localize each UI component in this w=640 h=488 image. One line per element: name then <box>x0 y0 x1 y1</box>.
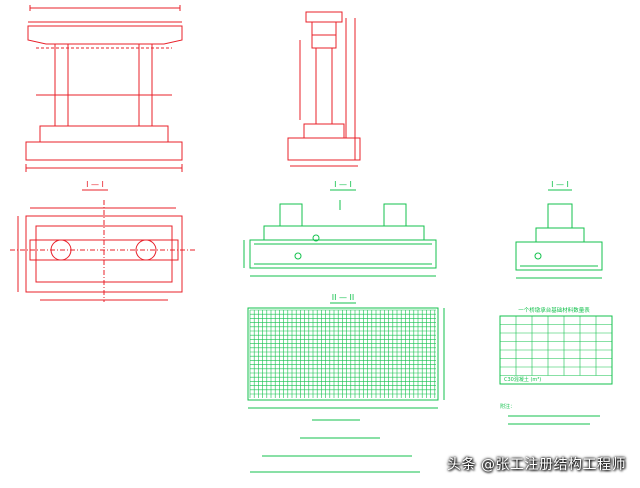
pier-side-elevation <box>287 11 361 167</box>
footing-section-long: I — I <box>243 180 437 277</box>
pier-front-elevation <box>25 5 183 172</box>
table-title: 一个桥墩承台基础材料数量表 <box>518 306 590 314</box>
watermark: 头条 @张工注册结构工程师 <box>447 457 626 473</box>
footing-plan-title: II — II <box>332 293 355 302</box>
notes-label: 附注： <box>500 403 515 410</box>
footing-plan-mesh: II — II <box>247 293 445 473</box>
footing-section-long-title: I — I <box>334 180 352 189</box>
table-footer-label: C30混凝土 (m³) <box>504 376 541 383</box>
footing-section-short-title: I — I <box>551 180 569 189</box>
pier-plan: I — I <box>10 180 195 302</box>
pier-plan-title: I — I <box>86 180 104 189</box>
material-table: 一个桥墩承台基础材料数量表 C30混凝土 (m³) 附注： <box>499 306 613 425</box>
footing-section-short: I — I <box>515 180 603 279</box>
